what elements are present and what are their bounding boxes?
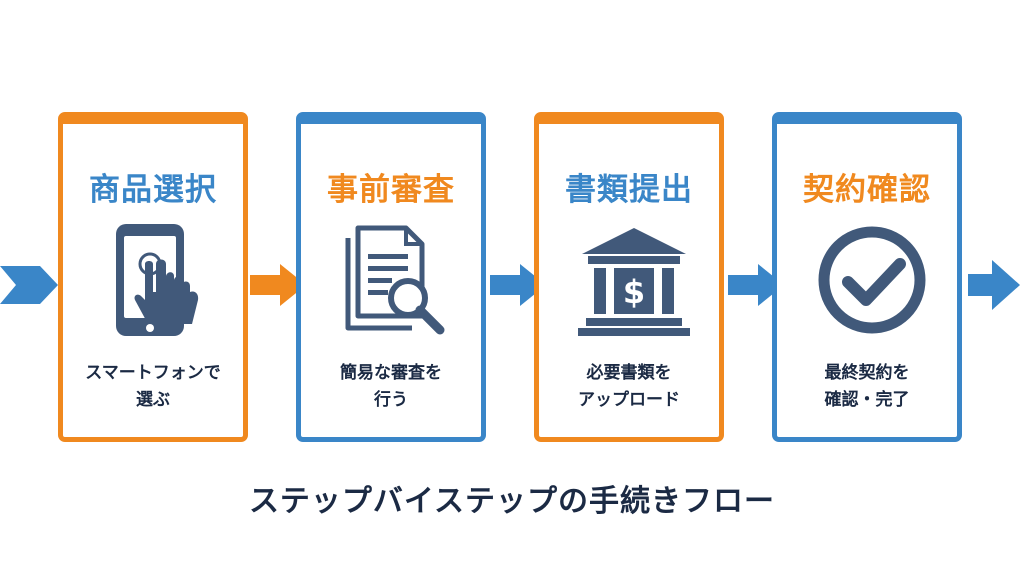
step-card-3: 書類提出 $ 必要書類を アップロード [534, 112, 724, 442]
step-title-3: 書類提出 [565, 172, 693, 208]
arrow-3-4 [728, 264, 784, 306]
step-title-2: 事前審査 [327, 172, 455, 208]
step-desc-3: 必要書類を アップロード [545, 360, 713, 414]
step-desc-3-line1: 必要書類を [586, 363, 672, 383]
bank-dollar-icon: $ [578, 228, 690, 336]
smartphone-tap-icon [116, 224, 199, 336]
step-desc-2: 簡易な審査を 行う [307, 360, 475, 414]
step-desc-1-line2: 選ぶ [136, 390, 170, 410]
step-desc-4: 最終契約を 確認・完了 [783, 360, 951, 414]
diagram-caption: ステップバイステップの手続きフロー [248, 484, 776, 519]
check-circle-icon [818, 226, 926, 334]
step-card-2: 事前審査 簡易な審査を 行う [296, 112, 486, 442]
arrow-1-2 [250, 264, 306, 306]
document-search-icon [345, 225, 445, 335]
step-card-1: 商品選択 スマートフォンで 選ぶ [58, 112, 248, 442]
entry-arrow [0, 266, 58, 304]
exit-arrow [968, 260, 1020, 310]
step-desc-2-line1: 簡易な審査を [340, 363, 442, 383]
step-desc-4-line2: 確認・完了 [824, 390, 910, 410]
step-card-4: 契約確認 最終契約を 確認・完了 [772, 112, 962, 442]
step-title-4: 契約確認 [803, 172, 931, 208]
step-desc-1-line1: スマートフォンで [85, 363, 221, 383]
step-desc-4-line1: 最終契約を [824, 363, 910, 383]
step-title-1: 商品選択 [89, 172, 217, 208]
step-desc-2-line2: 行う [374, 390, 408, 410]
arrow-2-3 [490, 264, 546, 306]
step-desc-3-line2: アップロード [578, 390, 680, 410]
svg-text:$: $ [623, 273, 645, 311]
step-desc-1: スマートフォンで 選ぶ [69, 360, 237, 414]
